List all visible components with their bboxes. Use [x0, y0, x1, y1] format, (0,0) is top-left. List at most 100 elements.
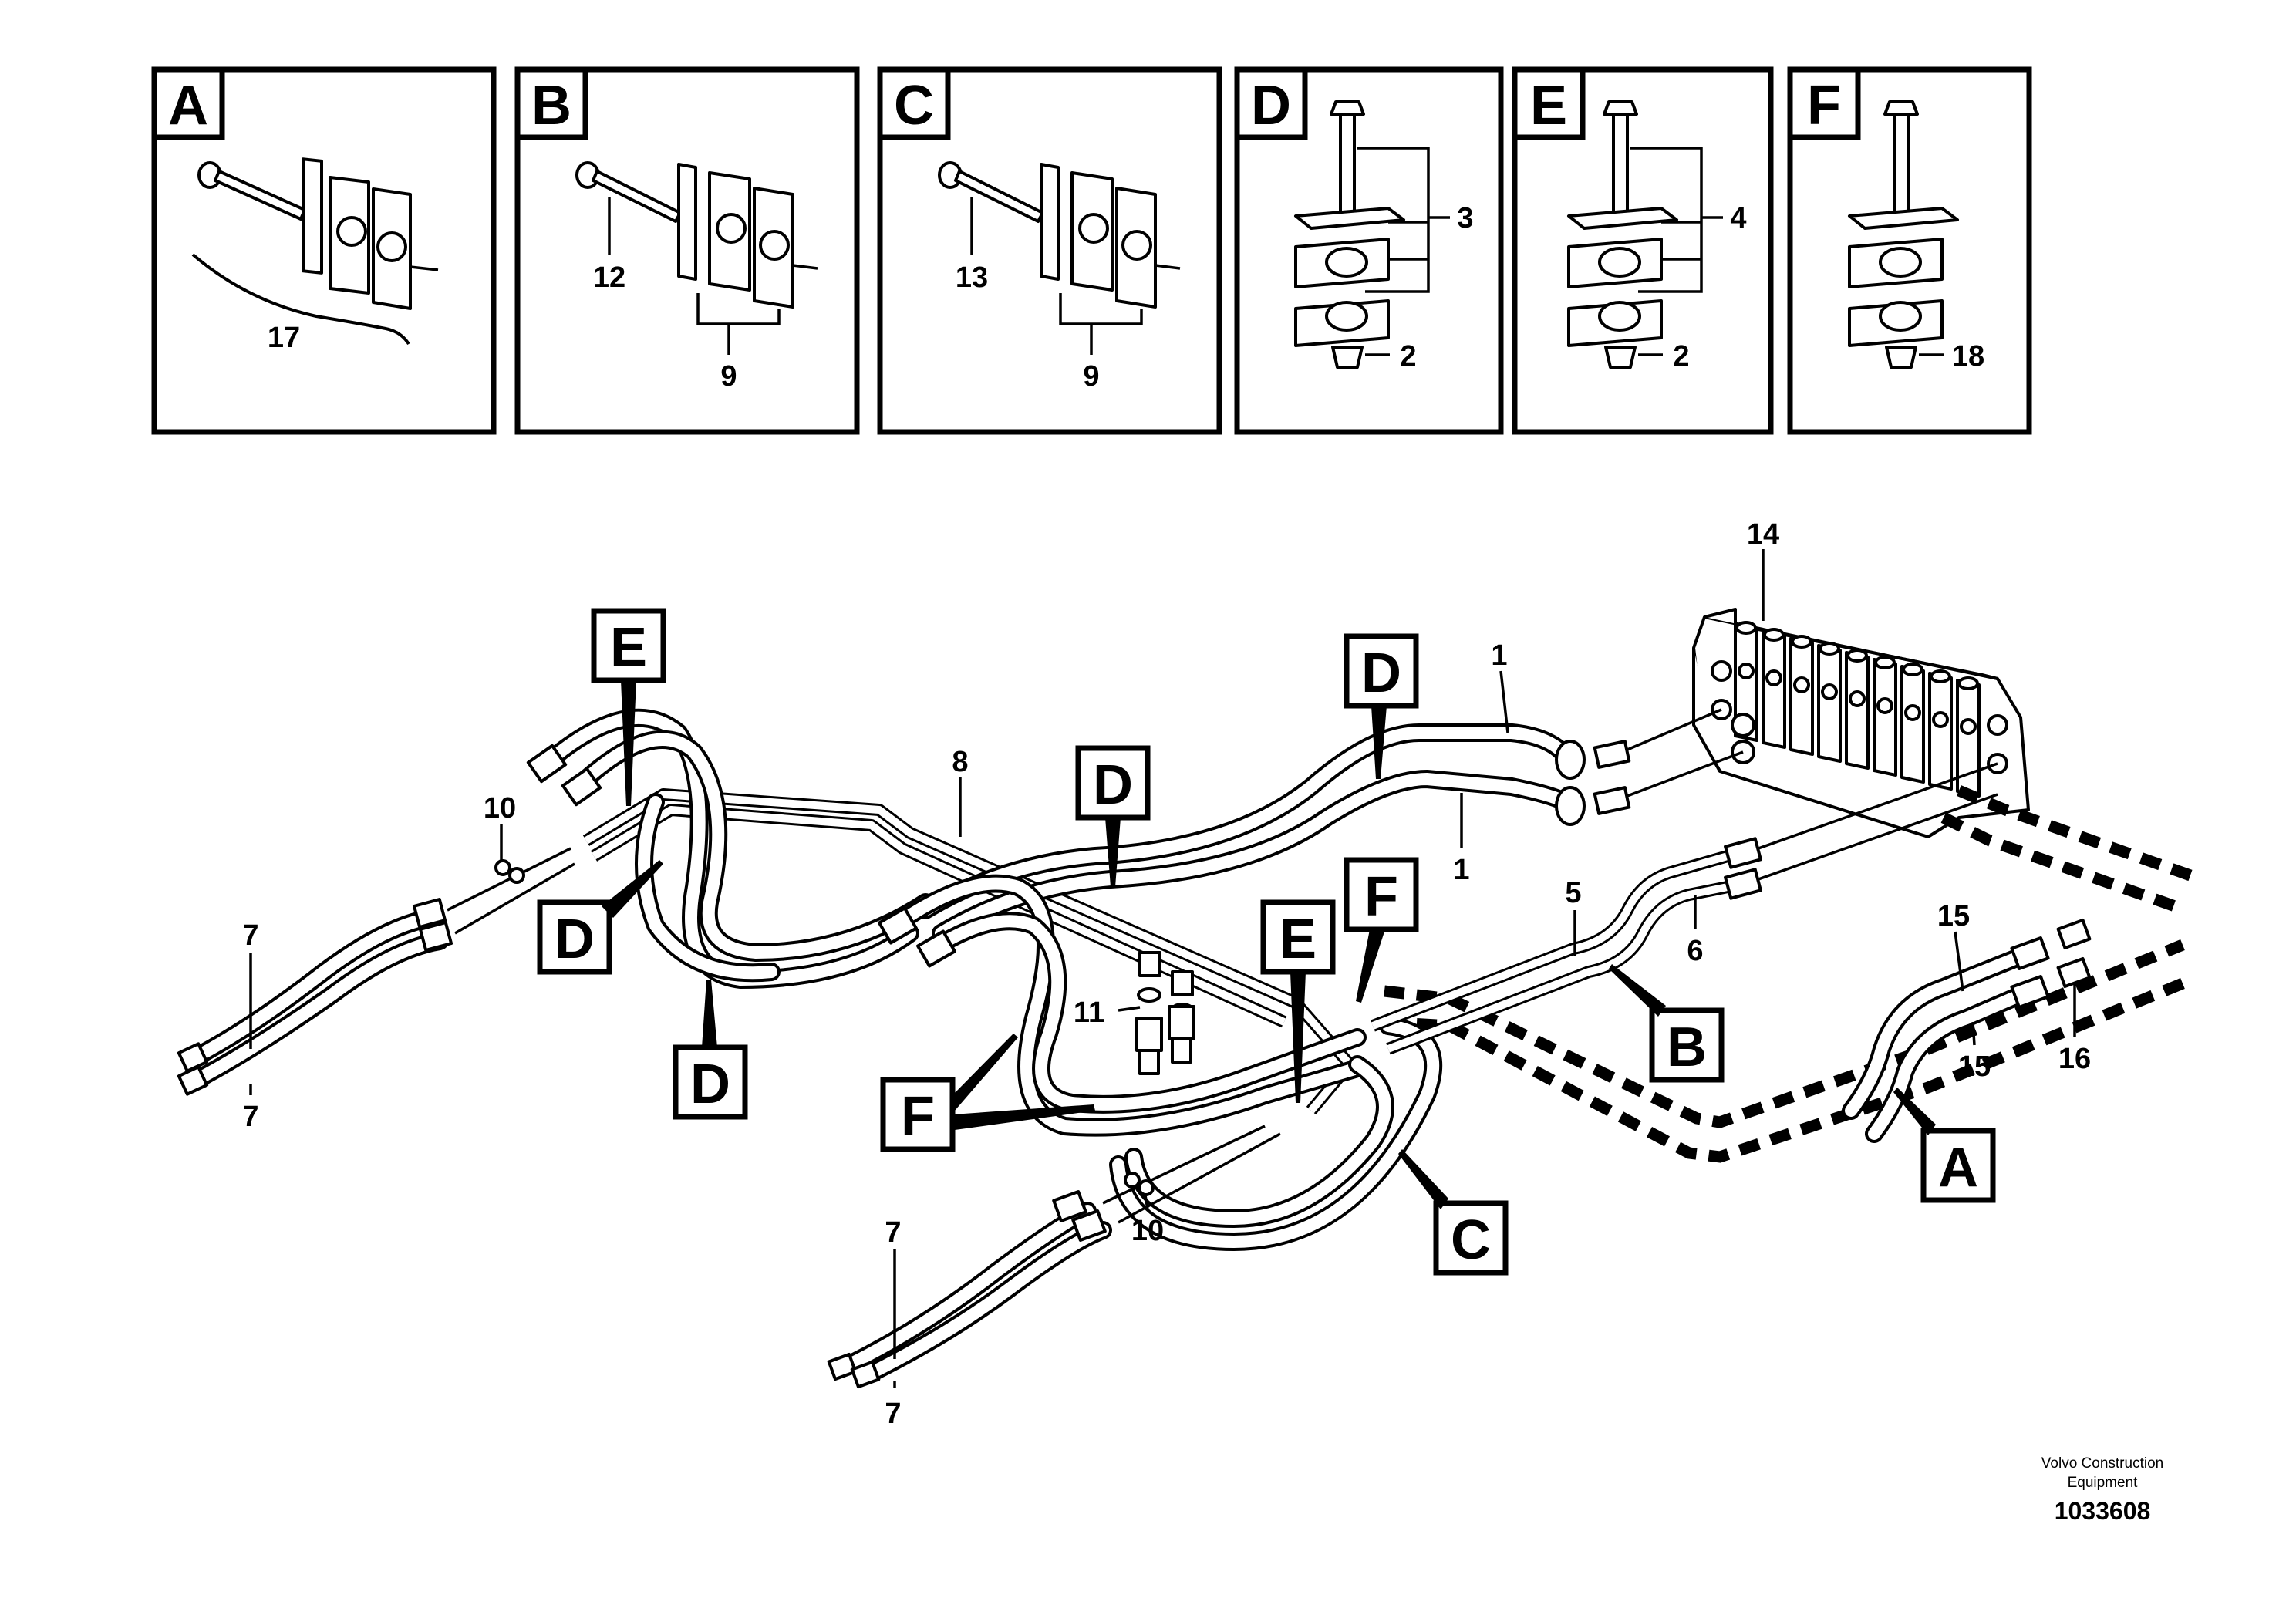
callout-e-center: E — [1260, 899, 1336, 1103]
hose-7-upper-left — [177, 847, 575, 1096]
part-label: 2 — [1400, 340, 1416, 373]
callout-d-center: D — [1075, 745, 1151, 887]
part-label: 18 — [1952, 340, 1984, 373]
looped-hoses-left — [526, 708, 935, 989]
clamp-assembly-drawing — [575, 161, 818, 309]
part-label: 4 — [1730, 202, 1746, 234]
right-hoses-15 — [1842, 918, 2092, 1143]
panel-letter-box — [151, 66, 225, 140]
callout-d-top-right: D — [1344, 633, 1419, 779]
detail-panel-e: E 4 2 — [1512, 66, 1774, 435]
callout-b: B — [1609, 964, 1725, 1083]
panel-letter: D — [1251, 75, 1291, 137]
clamp-assembly-drawing — [938, 161, 1181, 309]
panel-letter: B — [531, 75, 571, 137]
callout-letter: D — [1093, 754, 1133, 816]
part-label: 11 — [1074, 996, 1104, 1029]
part-label: 2 — [1673, 340, 1689, 373]
detail-panel-f: F 18 — [1787, 66, 2032, 435]
detail-panel-d: D 3 2 — [1234, 66, 1504, 435]
seal-rings-10 — [494, 859, 1155, 1196]
callout-c: C — [1398, 1149, 1509, 1276]
part-label: 16 — [2058, 1043, 2091, 1075]
callout-a: A — [1893, 1088, 1996, 1203]
valve-port — [1738, 663, 1755, 679]
detail-panel-b: B 12 9 — [514, 66, 860, 435]
valve-section — [1817, 644, 1842, 763]
valve-port — [1876, 697, 1893, 714]
callout-d-left: D — [537, 860, 663, 975]
callout-letter: A — [1938, 1137, 1978, 1199]
brand-line-2: Equipment — [2068, 1475, 2139, 1491]
vertical-clamp-drawing — [1294, 100, 1405, 369]
part-label: 3 — [1457, 202, 1473, 234]
valve-section — [1928, 672, 1953, 791]
part-label: 7 — [242, 919, 258, 952]
callout-letter: E — [610, 617, 647, 679]
part-label: 8 — [952, 746, 968, 778]
valve-section — [1900, 665, 1925, 784]
dashed-pipe-route — [1384, 785, 2193, 1163]
document-number: 1033608 — [2055, 1497, 2151, 1525]
callout-f-center: F — [1344, 857, 1419, 1003]
valve-section — [1762, 630, 1786, 749]
valve-spool-cap — [1846, 649, 1868, 663]
part-label: 15 — [1958, 1050, 1991, 1083]
vertical-clamp-drawing — [1848, 100, 1959, 369]
assembly-bracket — [191, 253, 410, 346]
callout-letter: D — [1361, 642, 1401, 704]
callout-letter: E — [1279, 909, 1317, 970]
valve-section — [1873, 658, 1897, 777]
callout-f-lower-left: F — [880, 1034, 1095, 1152]
panel-letter: E — [1530, 75, 1567, 137]
part-label: 6 — [1687, 935, 1703, 967]
valve-spool-cap — [1874, 656, 1896, 669]
valve-section — [1789, 637, 1814, 756]
valve-spool-cap — [1791, 635, 1812, 649]
adapters-11 — [1135, 951, 1195, 1075]
part-label: 15 — [1937, 900, 1970, 932]
callout-letter: D — [555, 909, 595, 970]
callout-letter: B — [1667, 1017, 1707, 1078]
valve-port — [1960, 718, 1977, 735]
part-number-labels: 14 1 1 8 10 7 7 5 6 15 15 16 11 — [242, 518, 2091, 1430]
brand-line-1: Volvo Construction — [2041, 1455, 2163, 1472]
part-label: 1 — [1453, 854, 1469, 886]
valve-port — [1904, 704, 1921, 721]
part-label: 12 — [593, 261, 625, 294]
valve-spool-cap — [1763, 628, 1785, 642]
right-pipes-5-6 — [1371, 762, 1998, 1055]
valve-spool-cap — [1735, 621, 1757, 635]
valve-port — [1765, 669, 1782, 686]
footer-brand: Volvo Construction Equipment 1033608 — [2041, 1455, 2163, 1525]
valve-port — [1821, 683, 1838, 700]
lower-loop-hoses — [827, 1017, 1443, 1389]
part-label: 14 — [1747, 518, 1779, 551]
part-label: 10 — [484, 792, 516, 824]
valve-port — [1793, 676, 1810, 693]
hoses-1-to-valve — [916, 708, 1744, 943]
callout-letter: F — [901, 1086, 935, 1148]
part-label: 7 — [242, 1101, 258, 1133]
callout-letter: F — [1364, 866, 1398, 928]
part-label: 9 — [1083, 360, 1099, 393]
control-valve-block — [1692, 608, 2030, 838]
callout-d-lower-left: D — [673, 980, 748, 1120]
part-label: 10 — [1131, 1215, 1164, 1247]
detail-panel-c: C 13 9 — [877, 66, 1222, 435]
panel-letter: C — [894, 75, 934, 137]
valve-spool-cap — [1819, 642, 1840, 656]
part-label: 9 — [720, 360, 737, 393]
valve-spool-cap — [1902, 663, 1923, 676]
callout-letter: C — [1451, 1209, 1491, 1271]
valve-port — [1932, 711, 1949, 728]
part-label: 13 — [956, 261, 988, 294]
clamp-assembly-drawing — [197, 157, 439, 310]
valve-spool-cap — [1930, 669, 1951, 683]
detail-panel-a: A 17 — [151, 66, 497, 435]
part-label: 7 — [885, 1216, 901, 1249]
part-label: 17 — [268, 322, 300, 354]
callout-e-upper-left: E — [591, 608, 666, 806]
panel-letter: F — [1807, 75, 1841, 137]
